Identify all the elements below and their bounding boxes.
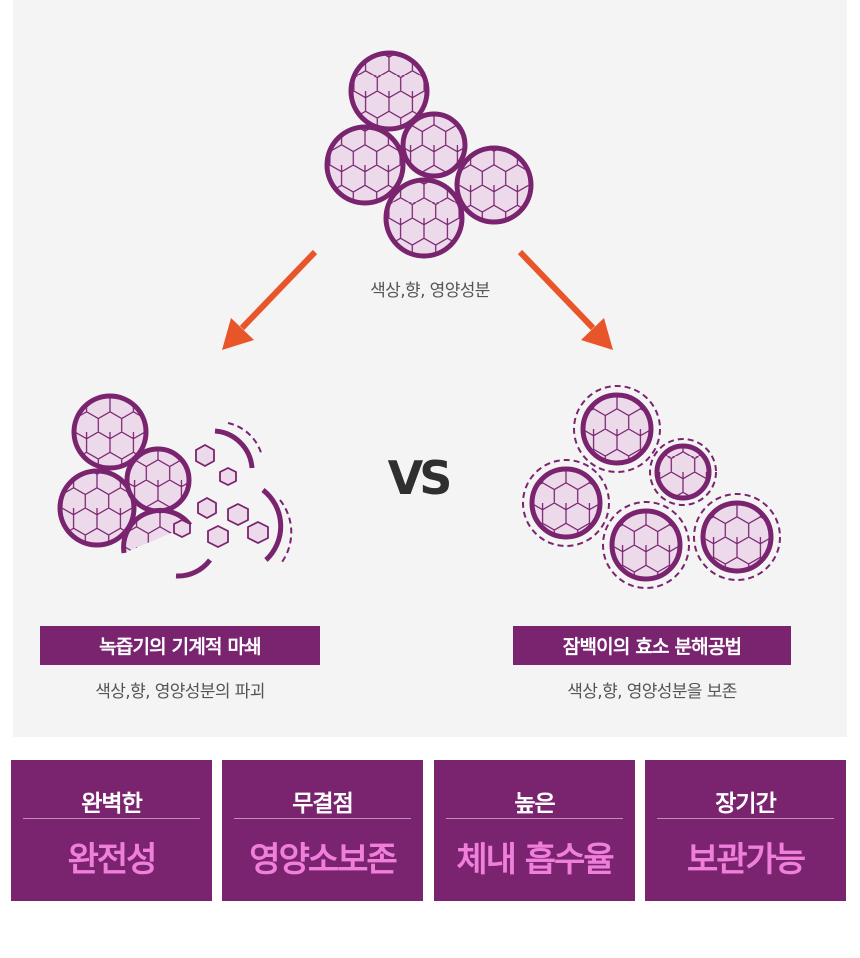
feature-divider bbox=[23, 818, 200, 819]
feature-card-storage: 장기간 보관가능 bbox=[645, 760, 846, 901]
feature-subtitle: 무결점 bbox=[292, 791, 353, 817]
feature-divider bbox=[234, 818, 411, 819]
broken-cell-cluster bbox=[57, 393, 293, 579]
feature-title: 체내 흡수율 bbox=[456, 840, 614, 880]
feature-subtitle: 장기간 bbox=[715, 791, 776, 817]
nutrient-cell-cluster bbox=[324, 50, 534, 259]
feature-subtitle: 높은 bbox=[514, 791, 555, 817]
feature-divider bbox=[657, 818, 834, 819]
arrow-right-icon bbox=[517, 249, 613, 350]
feature-title: 보관가능 bbox=[686, 840, 806, 880]
vs-label: VS bbox=[387, 451, 453, 505]
right-method-caption: 색상,향, 영양성분을 보존 bbox=[567, 682, 737, 702]
feature-card-completeness: 완벽한 완전성 bbox=[11, 760, 212, 901]
left-method-title: 녹즙기의 기계적 마쇄 bbox=[40, 626, 320, 665]
arrow-left-icon bbox=[222, 249, 318, 350]
feature-title: 영양소보존 bbox=[249, 840, 397, 880]
protected-cell-cluster bbox=[522, 385, 781, 589]
top-caption: 색상,향, 영양성분 bbox=[370, 281, 490, 301]
feature-subtitle: 완벽한 bbox=[81, 791, 142, 817]
feature-divider bbox=[446, 818, 623, 819]
left-method-caption: 색상,향, 영양성분의 파괴 bbox=[95, 682, 265, 702]
feature-card-nutrient-preservation: 무결점 영양소보존 bbox=[222, 760, 423, 901]
feature-card-absorption: 높은 체내 흡수율 bbox=[434, 760, 635, 901]
feature-title: 완전성 bbox=[67, 840, 158, 880]
right-method-title: 잠백이의 효소 분해공법 bbox=[513, 626, 791, 665]
comparison-illustration bbox=[57, 50, 781, 589]
